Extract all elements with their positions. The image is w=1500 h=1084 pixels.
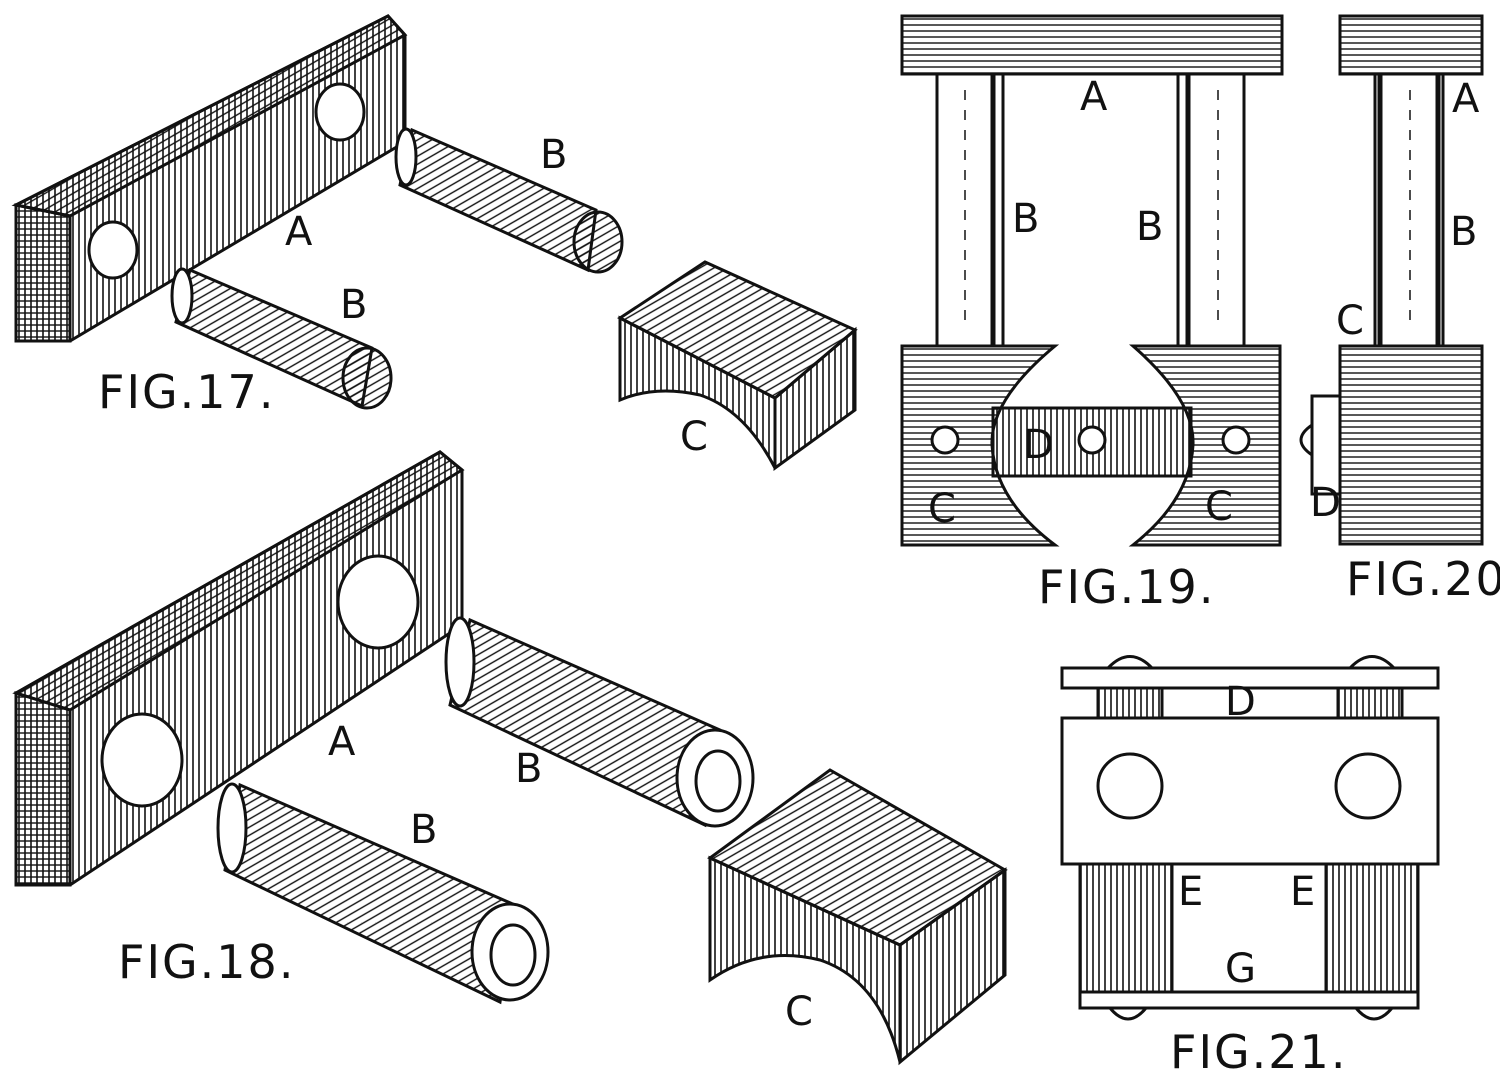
fig19-caption: FIG.19. xyxy=(1038,560,1215,614)
fig17-label-c: C xyxy=(680,414,708,460)
fig21-label-e1: E xyxy=(1178,869,1203,915)
fig20-label-b: B xyxy=(1450,209,1477,255)
fig20-part-c-block xyxy=(1338,344,1484,546)
fig17-part-a-plate xyxy=(11,14,408,343)
fig17-part-c-block xyxy=(617,260,858,471)
fig18-label-a: A xyxy=(328,719,356,765)
fig17-caption: FIG.17. xyxy=(98,365,275,419)
fig17-part-b-pin-lower xyxy=(170,267,393,410)
fig17-label-b2: B xyxy=(340,282,367,328)
fig20-label-d: D xyxy=(1310,480,1341,526)
fig21-label-d: D xyxy=(1225,679,1256,725)
fig20-part-d-strap xyxy=(1310,394,1342,496)
fig19-part-a-bar xyxy=(900,14,1284,76)
figure-19: A B B C C D FIG.19. xyxy=(900,14,1284,614)
fig18-label-c: C xyxy=(785,989,813,1035)
figure-18: A B B C FIG.18. xyxy=(12,450,1008,1066)
fig21-part-e-left xyxy=(1078,862,1174,994)
figure-21: D E E G FIG.21. xyxy=(1060,655,1440,1079)
fig21-label-g: G xyxy=(1225,946,1256,992)
fig18-label-b1: B xyxy=(515,746,542,792)
fig19-label-c2: C xyxy=(1205,484,1233,530)
fig17-part-b-pin-upper xyxy=(394,127,624,274)
fig19-label-a: A xyxy=(1080,74,1108,120)
fig18-part-b-tube-lower xyxy=(216,782,550,1005)
fig19-part-c-block-right xyxy=(1128,344,1282,547)
fig19-label-d: D xyxy=(1023,422,1054,468)
fig17-label-a: A xyxy=(285,209,313,255)
fig19-label-b1: B xyxy=(1012,196,1039,242)
fig18-part-b-tube-upper xyxy=(444,616,755,828)
fig21-part-d-plate xyxy=(1060,666,1440,690)
fig18-part-a-plate xyxy=(12,450,465,887)
fig18-caption: FIG.18. xyxy=(118,935,295,989)
figure-17: A B B C FIG.17. xyxy=(11,14,858,471)
fig18-label-b2: B xyxy=(410,807,437,853)
fig18-part-c-block xyxy=(707,768,1008,1066)
fig21-part-e-right xyxy=(1324,862,1420,994)
fig19-part-d-strap xyxy=(991,406,1193,478)
fig20-part-b-rod xyxy=(1373,72,1445,348)
fig20-label-c: C xyxy=(1336,298,1364,344)
fig20-label-a: A xyxy=(1452,76,1480,122)
fig21-part-g-plate xyxy=(1078,990,1420,1010)
fig17-label-b1: B xyxy=(540,132,567,178)
fig21-label-e2: E xyxy=(1290,869,1315,915)
fig20-caption: FIG.20. xyxy=(1346,552,1500,606)
figure-20: A B C D FIG.20. xyxy=(1299,14,1500,606)
fig21-caption: FIG.21. xyxy=(1170,1025,1347,1079)
fig20-part-a-bar xyxy=(1338,14,1484,76)
fig19-label-b2: B xyxy=(1136,204,1163,250)
fig19-label-c1: C xyxy=(928,486,956,532)
